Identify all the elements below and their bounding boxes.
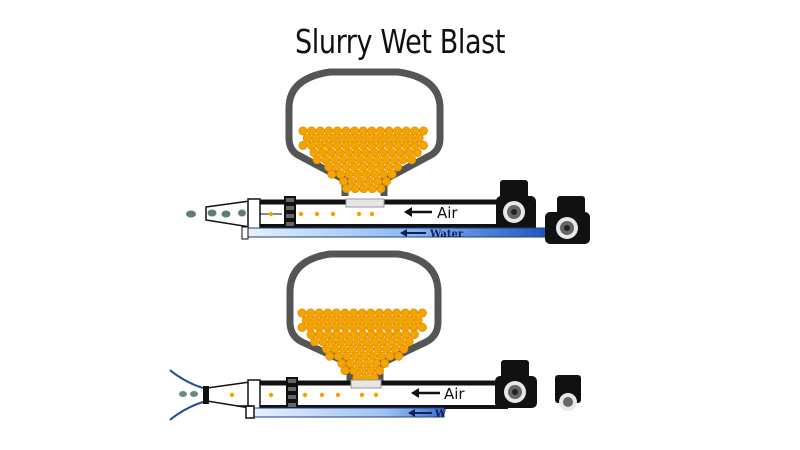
media-ball xyxy=(310,337,320,347)
media-ball xyxy=(398,155,408,165)
media-ball xyxy=(418,140,428,150)
top-air-compressor xyxy=(496,180,536,232)
bottom-blast-unit: Air W xyxy=(169,250,581,421)
bottom-media-fill xyxy=(297,308,427,383)
pipe-media-dot xyxy=(356,211,362,217)
top-droplets xyxy=(186,209,246,218)
media-ball xyxy=(327,169,337,179)
media-ball xyxy=(407,155,417,165)
media-ball xyxy=(340,366,350,376)
media-ball xyxy=(394,351,404,361)
pipe-media-dot xyxy=(369,211,375,217)
pipe-media-dot xyxy=(298,211,304,217)
top-water-label: Water xyxy=(429,229,464,240)
bottom-water-label: W xyxy=(434,409,447,420)
bottom-air-arrow xyxy=(411,388,440,398)
media-ball xyxy=(413,315,423,325)
media-ball xyxy=(387,169,397,179)
bottom-air-label: Air xyxy=(444,385,465,403)
media-ball xyxy=(409,330,419,340)
media-ball xyxy=(297,322,307,332)
media-ball xyxy=(367,184,377,194)
media-ball xyxy=(298,140,308,150)
media-ball xyxy=(376,184,386,194)
bottom-spray-cone xyxy=(169,369,204,421)
media-ball xyxy=(359,184,369,194)
pipe-media-dot xyxy=(359,392,365,398)
media-ball xyxy=(414,133,424,143)
media-ball xyxy=(374,366,384,376)
bottom-water-arrow xyxy=(408,409,432,417)
media-ball xyxy=(385,351,395,361)
pipe-media-dot xyxy=(319,392,325,398)
pipe-media-dot xyxy=(268,392,274,398)
pipe-media-dot xyxy=(335,392,341,398)
pipe-media-dot xyxy=(302,392,308,398)
pipe-media-dot xyxy=(330,211,336,217)
top-water-pump xyxy=(545,196,590,244)
media-ball xyxy=(342,184,352,194)
pipe-media-dot xyxy=(268,211,274,217)
media-ball xyxy=(417,308,427,318)
top-pipe-media xyxy=(268,211,375,217)
media-ball xyxy=(393,162,403,172)
media-ball xyxy=(325,351,335,361)
pipe-media-dot xyxy=(229,392,235,398)
top-water-arrow xyxy=(400,229,426,237)
diagram-title: Slurry Wet Blast xyxy=(294,22,506,61)
media-ball xyxy=(412,148,422,158)
bottom-air-compressor xyxy=(495,360,537,408)
pipe-media-dot xyxy=(314,211,320,217)
top-water-pipe xyxy=(245,227,547,238)
bottom-water-pump xyxy=(555,375,581,411)
media-ball xyxy=(417,322,427,332)
top-blast-unit: Air Water xyxy=(186,68,590,244)
media-ball xyxy=(350,184,360,194)
media-ball xyxy=(418,126,428,136)
bottom-pipe-media xyxy=(229,392,379,398)
top-air-label: Air xyxy=(437,204,458,222)
top-media-fill xyxy=(298,126,428,194)
media-ball xyxy=(381,176,391,186)
media-ball xyxy=(399,344,409,354)
media-ball xyxy=(380,358,390,368)
top-air-arrow xyxy=(404,207,432,217)
pipe-media-dot xyxy=(373,392,379,398)
media-ball xyxy=(312,155,322,165)
bottom-nozzle xyxy=(206,381,251,409)
media-ball xyxy=(404,337,414,347)
